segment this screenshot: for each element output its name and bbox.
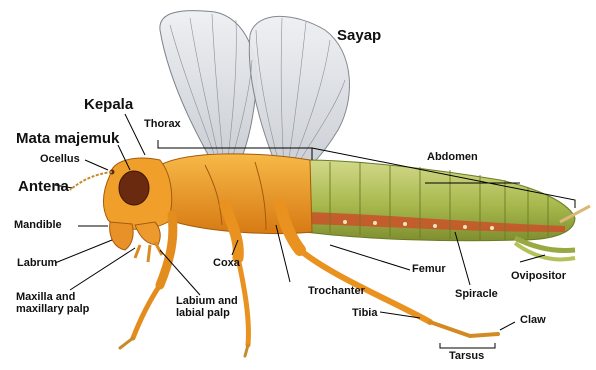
label-maxilla: Maxilla and maxillary palp (16, 292, 89, 315)
label-labrum: Labrum (17, 258, 57, 270)
label-coxa: Coxa (213, 258, 240, 270)
head-body (70, 158, 172, 262)
label-tarsus: Tarsus (449, 351, 484, 363)
label-mata-majemuk: Mata majemuk (16, 131, 119, 147)
label-femur: Femur (412, 264, 446, 276)
label-ovipositor: Ovipositor (511, 271, 566, 283)
label-mandible: Mandible (14, 220, 62, 232)
label-abdomen: Abdomen (427, 152, 478, 164)
label-trochanter: Trochanter (308, 286, 365, 298)
label-claw: Claw (520, 315, 546, 327)
label-ocellus: Ocellus (40, 154, 80, 166)
label-tibia: Tibia (352, 308, 377, 320)
label-thorax: Thorax (144, 119, 181, 131)
label-labium: Labium and labial palp (176, 296, 238, 319)
label-antena: Antena (18, 179, 69, 195)
label-kepala: Kepala (84, 97, 133, 113)
label-sayap: Sayap (337, 28, 381, 44)
label-spiracle: Spiracle (455, 289, 498, 301)
compound-eye (119, 171, 149, 205)
